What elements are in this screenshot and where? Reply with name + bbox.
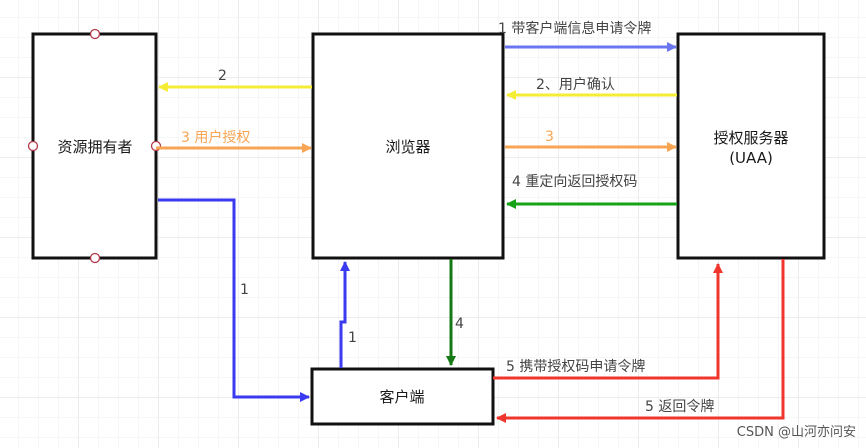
watermark: CSDN @山河亦问安 [737,424,856,440]
edge-browser-to-owner[interactable]: 2 [158,68,312,92]
edge-label: 3 [545,129,554,145]
node-resource-owner[interactable]: 资源拥有者 [27,28,162,264]
node-browser[interactable]: 浏览器 [311,32,505,260]
edge-client-request-token-with-code[interactable]: 5 携带授权码申请令牌 [493,263,723,380]
edge-user-confirm[interactable]: 2、用户确认 [506,76,677,100]
connection-handle[interactable] [89,252,101,264]
edge-label: 1 [240,282,249,298]
node-client-label: 客户端 [379,388,424,406]
edge-redirect-auth-code[interactable]: 4 重定向返回授权码 [506,174,677,209]
node-browser-label: 浏览器 [385,138,430,156]
node-auth-server-sublabel: (UAA) [729,149,773,167]
edge-browser-to-client-code[interactable]: 4 [446,259,464,366]
edge-label: 3 用户授权 [181,129,250,146]
node-auth-server[interactable]: 授权服务器 (UAA) [676,32,826,260]
edge-label: 1 [348,330,357,346]
edge-label: 2 [218,68,227,84]
edge-label: 4 重定向返回授权码 [512,174,637,190]
edge-label: 4 [455,316,464,332]
edge-browser-to-auth-server[interactable]: 3 [505,129,677,152]
edge-owner-to-client[interactable]: 1 [158,198,310,402]
connection-handle[interactable] [89,28,101,40]
edge-request-token-with-client-info[interactable]: 1 带客户端信息申请令牌 [498,20,677,52]
connection-handle[interactable] [27,140,39,152]
edge-user-authorize[interactable]: 3 用户授权 [156,129,312,153]
node-resource-owner-label: 资源拥有者 [57,138,132,156]
edge-label: 5 携带授权码申请令牌 [506,358,645,375]
edge-label: 1 带客户端信息申请令牌 [498,20,651,37]
edge-return-token[interactable]: 5 返回令牌 [496,259,785,423]
edge-client-to-browser[interactable]: 1 [339,261,357,368]
node-client[interactable]: 客户端 [310,367,495,426]
edge-label: 2、用户确认 [536,76,615,93]
node-auth-server-label: 授权服务器 [713,129,788,147]
edge-label: 5 返回令牌 [645,398,714,415]
